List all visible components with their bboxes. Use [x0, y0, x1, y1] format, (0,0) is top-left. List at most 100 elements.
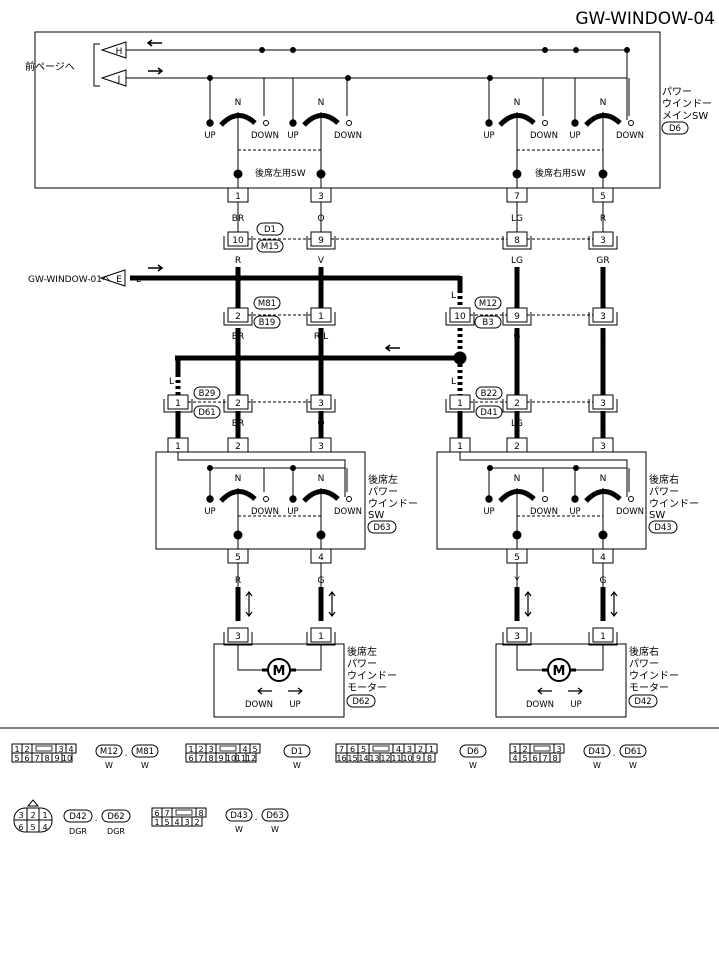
pin-label: 8: [514, 236, 520, 246]
pin-label: 9: [318, 236, 324, 246]
pin-number: 3: [58, 745, 63, 754]
wire-color: O: [317, 214, 324, 224]
e-wire-color: L: [136, 275, 141, 285]
junction-code-top: B29: [199, 389, 216, 399]
motor-up-label: UP: [570, 700, 581, 710]
down-label: DOWN: [334, 131, 362, 141]
pin-number: 8: [552, 754, 557, 763]
rear-left-switch-bottom-pins: 5 4: [227, 548, 332, 587]
rear-right-motor-label: 後席右 パワー ウインドー モーター: [629, 645, 679, 694]
wire-color: L: [451, 291, 456, 301]
wire-color: L: [457, 419, 462, 429]
rear-right-switch-code-badge: [648, 520, 678, 534]
pin-number: 1: [14, 745, 19, 754]
pin-label: 3: [600, 442, 606, 452]
pin-label: 1: [175, 399, 181, 409]
pin-label: 1: [457, 399, 463, 409]
down-arrow-icon: [257, 687, 272, 695]
motor-letter: M: [273, 664, 286, 679]
wire-color: L: [175, 419, 180, 429]
contact-dot: [485, 119, 493, 127]
contact-circle: [346, 496, 352, 502]
pin-number: 4: [42, 823, 47, 832]
contact-circle: [628, 120, 634, 126]
pin-number: 10: [402, 754, 412, 763]
down-label: DOWN: [530, 131, 558, 141]
page-code: GW-WINDOW-04: [575, 9, 715, 29]
bus-node: [573, 47, 579, 53]
rear-left-motor-circuit: [237, 645, 322, 671]
main-switch-pin-1: 1: [227, 187, 249, 203]
rear-right-switch-label: 後席右 パワー ウインドー SW: [649, 473, 699, 521]
rear-left-motor-pins: 3 1: [223, 627, 336, 646]
junction-code-bottom: M15: [261, 242, 279, 252]
h-arrow-icon: [146, 39, 162, 47]
bus-node: [259, 47, 265, 53]
pin-number: 9: [54, 754, 59, 763]
rear-left-motor-label: 後席左 パワー ウインドー モーター: [347, 645, 397, 694]
pin-number: 6: [350, 745, 355, 754]
wire-color: LG: [511, 256, 523, 266]
pin-number: 9: [218, 754, 223, 763]
pin-label: 3: [600, 236, 606, 246]
pin-number: 4: [512, 754, 517, 763]
pivot-dot: [316, 169, 326, 179]
housing-color: W: [271, 825, 279, 834]
pin-label: 2: [235, 312, 241, 322]
housing-color: W: [235, 825, 243, 834]
pin-number: 7: [198, 754, 203, 763]
rear-left-switch-box: [155, 451, 366, 550]
connector-code-badge: [583, 744, 611, 758]
up-label: UP: [569, 507, 580, 517]
prev-page-bracket: [93, 43, 100, 87]
bus-node: [487, 75, 493, 81]
wire-color: G: [600, 576, 607, 586]
pin-number: 9: [416, 754, 421, 763]
rear-right-switch-top-pins: 1 2 3: [449, 437, 614, 453]
pin-number: 8: [44, 754, 49, 763]
pin-number: 2: [24, 745, 29, 754]
pin-number: 5: [252, 745, 257, 754]
connector-code: D43: [230, 811, 247, 821]
pin-number: 12: [246, 754, 256, 763]
motor-down-label: DOWN: [526, 700, 554, 710]
down-label: DOWN: [251, 507, 279, 517]
pin-number: 4: [396, 745, 401, 754]
rear-left-motor-box: [213, 643, 345, 718]
pin-number: 4: [68, 745, 73, 754]
wire-color: V: [318, 256, 325, 266]
housing-color: W: [469, 761, 477, 770]
pin-number: 3: [407, 745, 412, 754]
j-arrow-icon: [148, 67, 164, 75]
wire-color: Y: [513, 576, 520, 586]
pin-number: 5: [522, 754, 527, 763]
thin-wires: [237, 202, 604, 232]
connector-code-badge: [619, 744, 647, 758]
up-label: UP: [204, 507, 215, 517]
pin-number: 6: [188, 754, 193, 763]
main-switch-pin-3: 3: [310, 187, 332, 203]
e-connector-text: GW-WINDOW-01へ: [28, 275, 111, 285]
rear-left-switch-code: D63: [373, 523, 390, 533]
pin-number: 5: [164, 818, 169, 827]
n-label: N: [235, 98, 242, 108]
contact-circle: [346, 120, 352, 126]
contact-circle: [263, 120, 269, 126]
connector-code-badge: [131, 744, 159, 758]
pin-label: 1: [235, 192, 241, 202]
junction-code-bottom: B3: [482, 318, 493, 328]
pin-number: 6: [24, 754, 29, 763]
pivot-dot: [598, 530, 608, 540]
wire-color: G: [318, 576, 325, 586]
rear-left-motor-code-badge: [346, 694, 376, 708]
rear-left-motor-code: D62: [352, 697, 369, 707]
motor-wire-labels: R G Y G: [235, 576, 607, 586]
prev-page-label: 前ページへ: [25, 60, 75, 73]
pin-number: 2: [198, 745, 203, 754]
up-label: UP: [483, 507, 494, 517]
connector-code: D42: [69, 812, 86, 822]
up-arrow-icon: [288, 687, 303, 695]
